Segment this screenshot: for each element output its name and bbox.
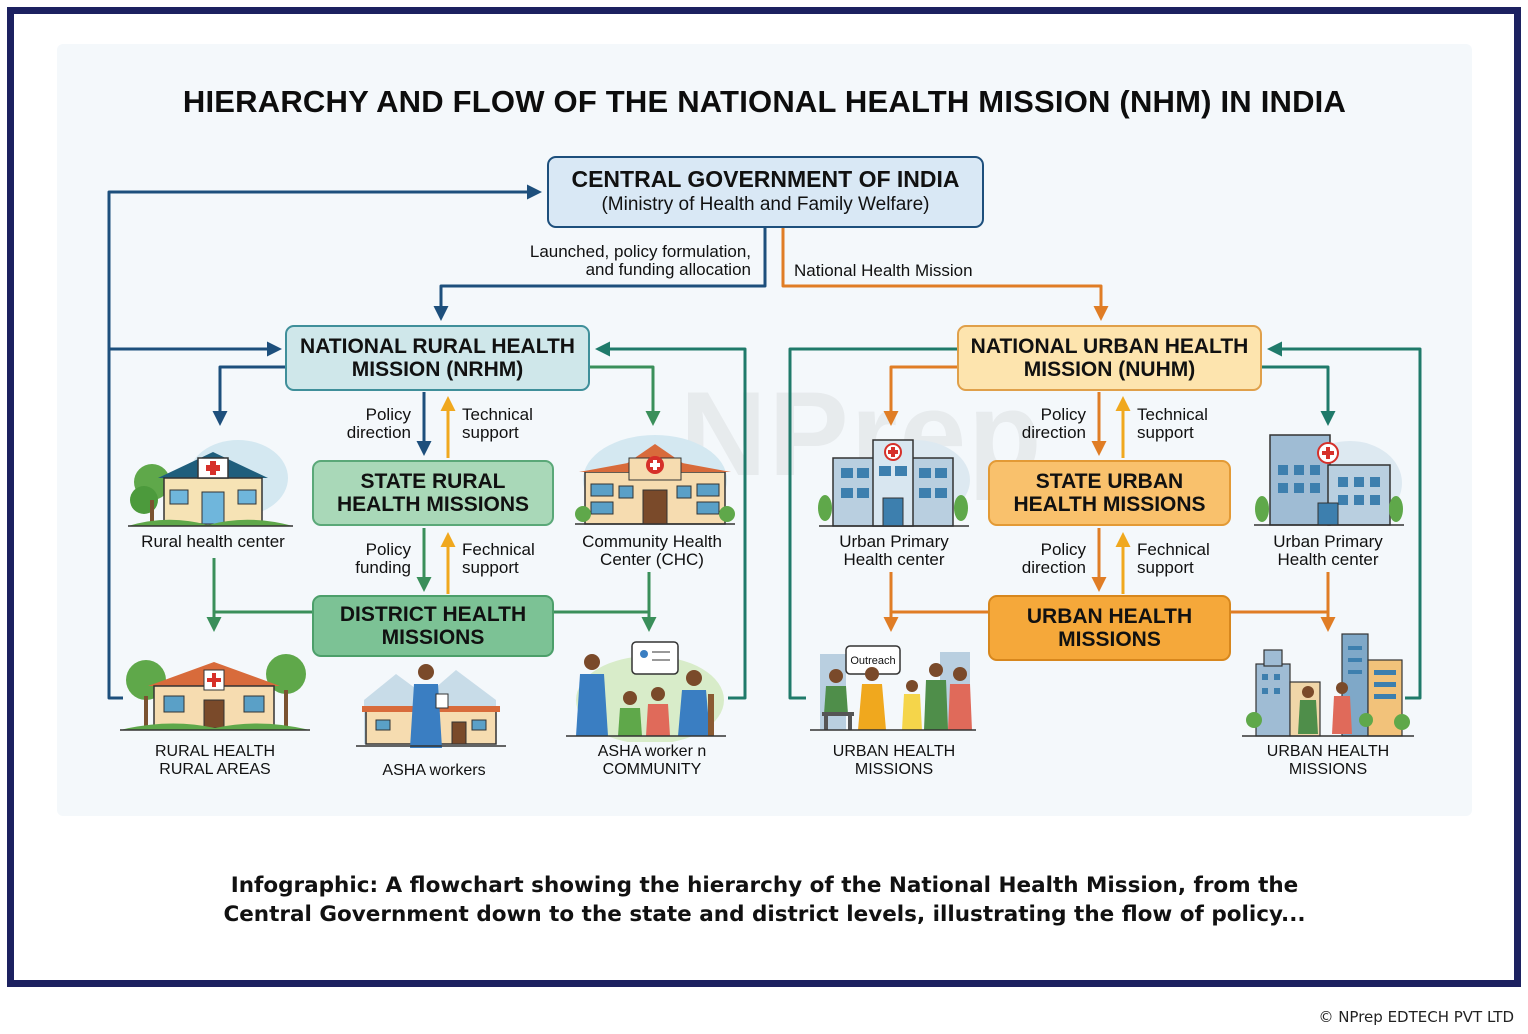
urban-missions-box: URBAN HEALTH MISSIONS [988,595,1231,661]
nrhm-line1: NATIONAL RURAL HEALTH [300,335,575,358]
community-health-center-icon [575,435,735,525]
asha-workers-caption: ASHA workers [382,762,486,779]
edge-nrhm-to-chc [590,365,661,426]
caption-line-1: Infographic: A flowchart showing the hie… [230,873,1299,898]
nuhm-line1: NATIONAL URBAN HEALTH [970,335,1249,358]
edge-uphc-left-to-urban-missions [889,572,988,614]
asha-workers-icon [356,664,506,748]
edge-rhc-to-district [212,558,312,614]
urban-outreach-icon: Outreach [810,645,976,731]
edge-central-to-nuhm [781,228,1109,321]
edge-central-to-nrhm [433,228,767,321]
urban-missions-line1: URBAN HEALTH [1026,605,1193,628]
urban-city-icon [1242,633,1414,737]
edge-nuhm-to-uphc-left [883,365,957,426]
copyright-notice: © NPrep EDTECH PVT LTD [1318,1008,1514,1026]
edge-urban-left-loop [788,347,957,700]
outreach-bubble-text: Outreach [850,655,895,667]
urban-phc-left-icon [818,439,970,527]
label-national-health-mission: National Health Mission [794,261,973,280]
edge-nuhm-to-uphc-right [1262,365,1336,426]
edge-feedback-to-central [107,184,542,700]
district-line2: MISSIONS [381,626,485,649]
rural-areas-icon [120,654,310,731]
state-rural-line1: STATE RURAL [360,470,506,493]
state-rural-line2: HEALTH MISSIONS [336,493,530,516]
label-launched: Launched, policy formulation,and funding… [529,242,751,279]
district-box: DISTRICT HEALTH MISSIONS [312,595,554,657]
infographic-caption: Infographic: A flowchart showing the hie… [57,871,1472,929]
state-urban-line2: HEALTH MISSIONS [1013,493,1206,516]
nrhm-line2: MISSION (NRHM) [351,358,524,381]
state-rural-box: STATE RURAL HEALTH MISSIONS [312,460,554,526]
urban-missions-line2: MISSIONS [1058,628,1161,651]
rural-health-center-caption: Rural health center [141,532,285,551]
edge-community-to-nrhm [595,341,747,700]
asha-community-icon [566,641,726,742]
state-urban-box: STATE URBAN HEALTH MISSIONS [988,460,1231,526]
central-government-subtitle: (Ministry of Health and Family Welfare) [601,194,930,215]
nuhm-line2: MISSION (NUHM) [1023,358,1196,381]
edge-nrhm-to-rhc [212,365,285,426]
central-government-box: CENTRAL GOVERNMENT OF INDIA (Ministry of… [547,156,984,228]
edge-uphc-right-to-urban-missions [1231,572,1330,614]
nuhm-box: NATIONAL URBAN HEALTH MISSION (NUHM) [957,325,1262,391]
district-line1: DISTRICT HEALTH [339,603,527,626]
rural-health-center-icon [128,440,293,527]
edge-chc-to-district [554,572,651,614]
nrhm-box: NATIONAL RURAL HEALTH MISSION (NRHM) [285,325,590,391]
state-urban-line1: STATE URBAN [1035,470,1184,493]
edge-city-to-nuhm [1267,341,1422,700]
diagram-title: HIERARCHY AND FLOW OF THE NATIONAL HEALT… [182,84,1347,119]
urban-phc-right-icon [1254,434,1404,526]
central-government-title: CENTRAL GOVERNMENT OF INDIA [571,166,960,192]
caption-line-2: Central Government down to the state and… [223,902,1306,927]
